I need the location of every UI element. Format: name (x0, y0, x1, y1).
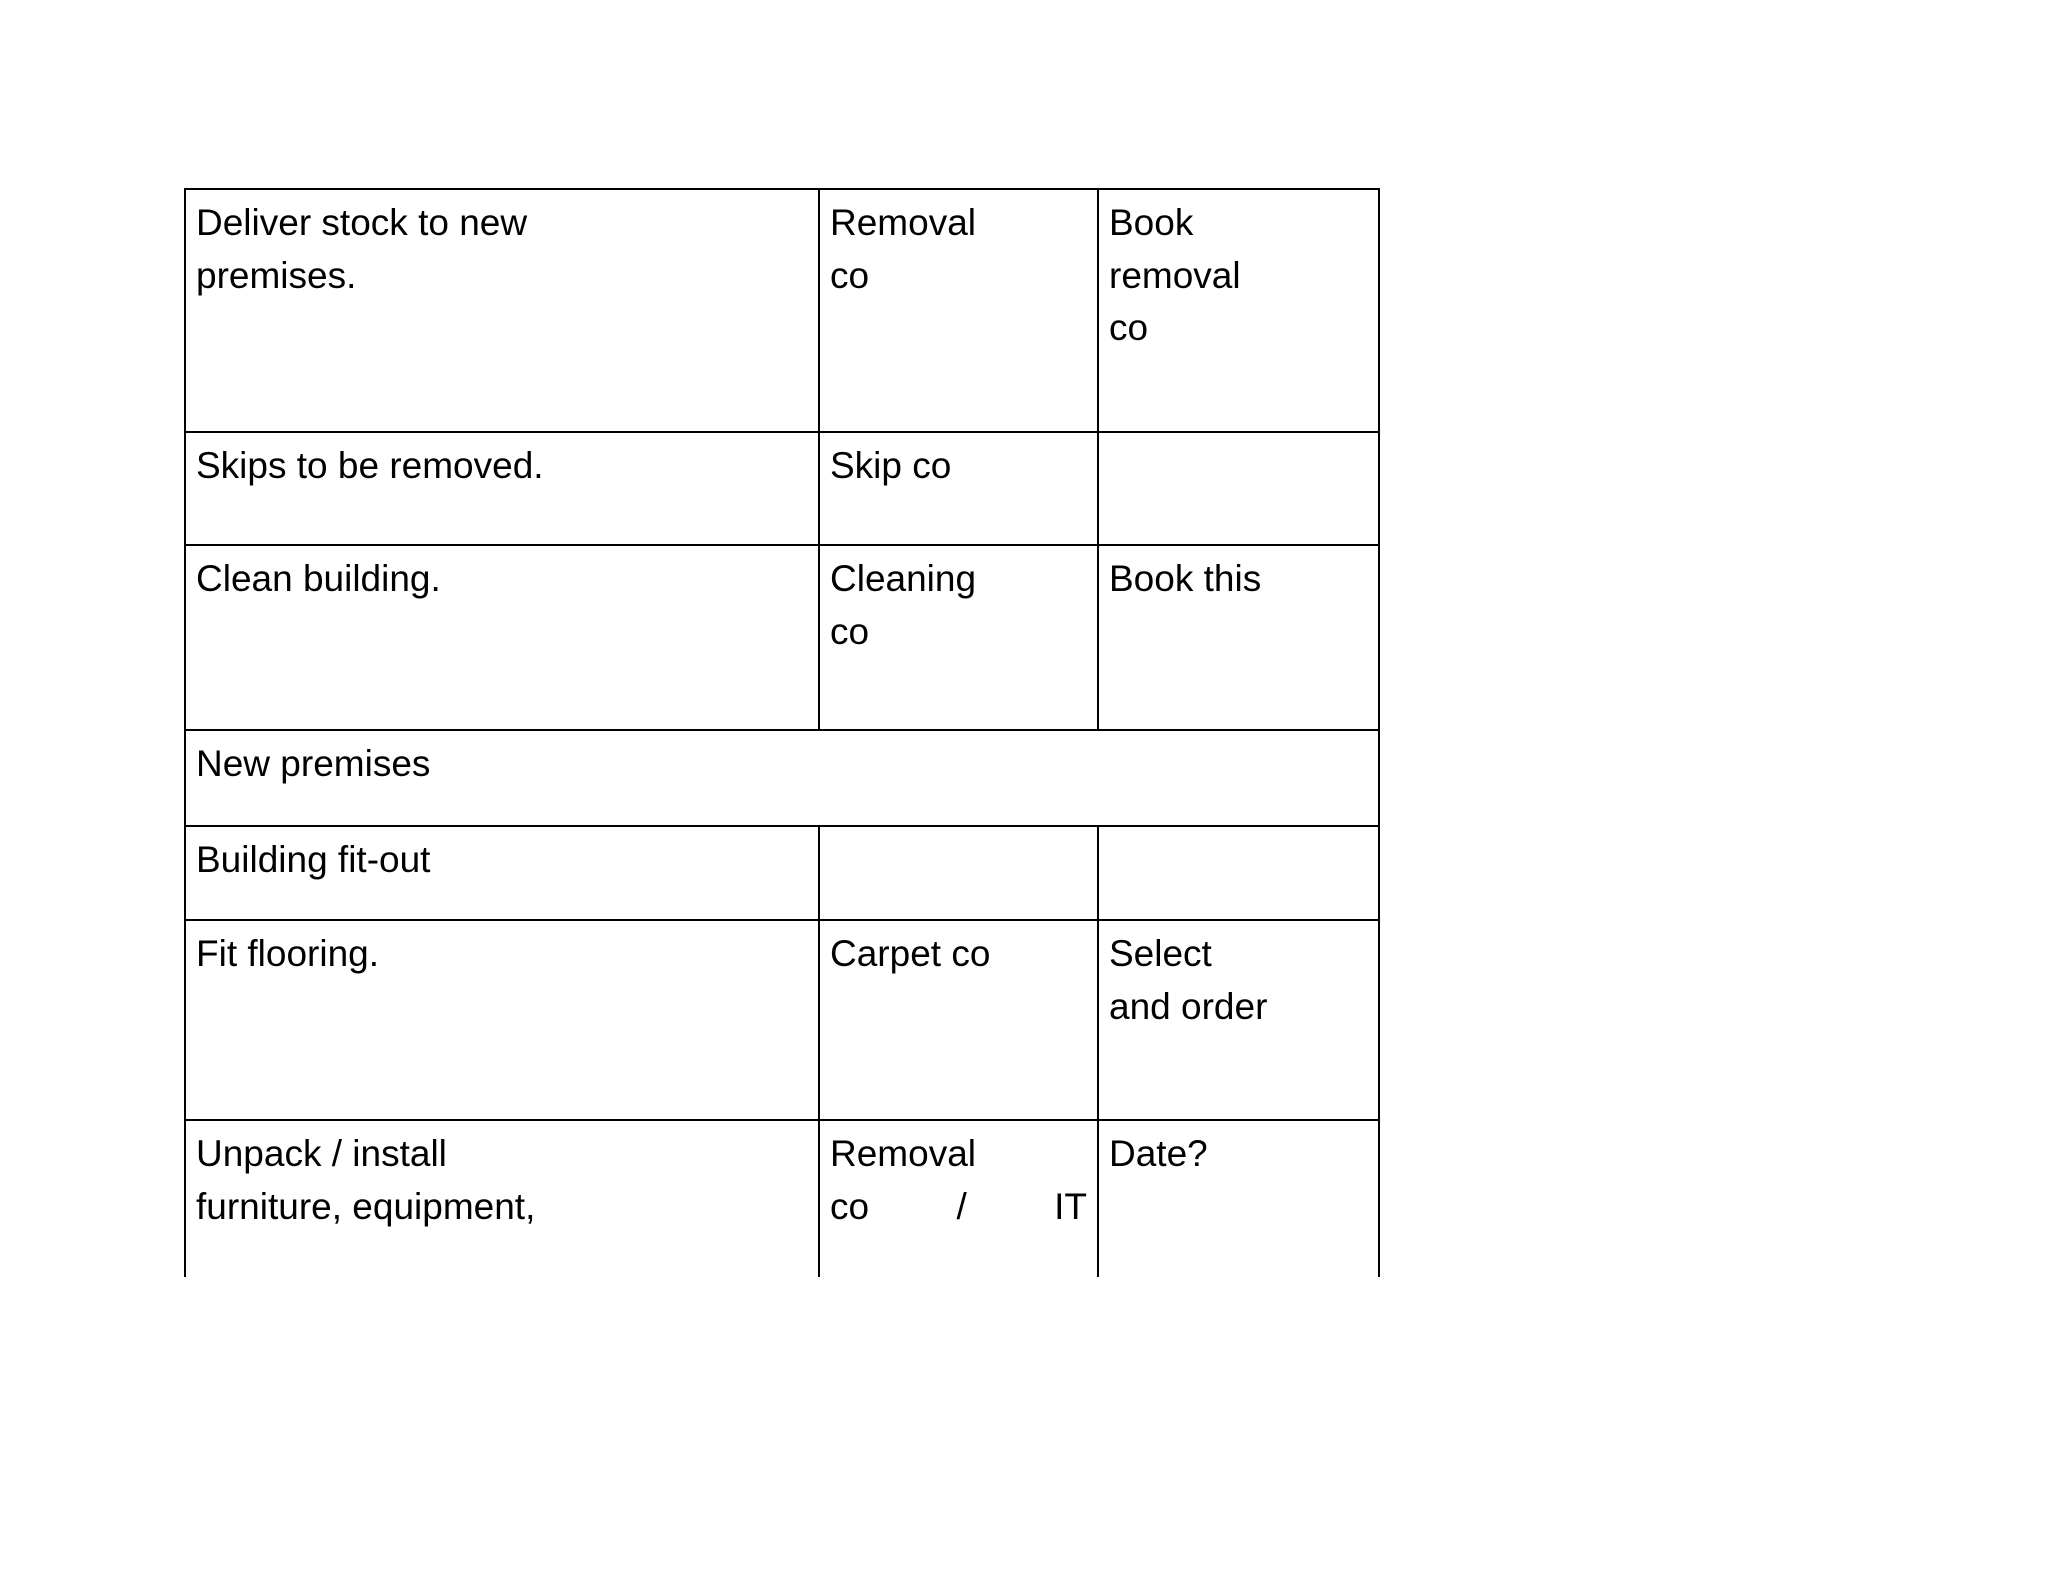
justified-line: Deliver stock to new (196, 197, 808, 250)
word: new (459, 202, 528, 243)
word: / (331, 1133, 343, 1174)
line: Cleaning (830, 558, 977, 599)
line: premises. (196, 254, 357, 296)
line: co (830, 254, 870, 296)
table-row-deliver-stock: Deliver stock to new premises. Removal c… (184, 188, 1380, 433)
cell-task-skips-removed: Skips to be removed. (184, 431, 820, 546)
cell-owner-removal-co: Removal co (818, 188, 1099, 433)
table-row-fit-flooring: Fit flooring. Carpet co Select and order (184, 919, 1380, 1121)
word: equipment, (352, 1185, 536, 1227)
justified-line: Unpack / install (196, 1128, 808, 1181)
cell-note-empty-skips (1097, 431, 1380, 546)
word: furniture, (196, 1185, 343, 1227)
cell-task-unpack-install: Unpack / install furniture, equipment, (184, 1119, 820, 1277)
cell-note-empty-fit-out (1097, 825, 1380, 921)
justified-line: furniture, equipment, (196, 1181, 808, 1234)
table-row-unpack-install: Unpack / install furniture, equipment, R… (184, 1119, 1380, 1277)
line: Book (1109, 202, 1194, 243)
cell-owner-cleaning-co: Cleaning co (818, 544, 1099, 731)
word: co (830, 1185, 870, 1227)
word: install (352, 1133, 447, 1174)
word: stock (321, 202, 408, 243)
checklist-table: Deliver stock to new premises. Removal c… (184, 188, 1380, 1277)
justified-line: co / IT (830, 1181, 1087, 1234)
line: Select (1109, 933, 1212, 974)
cell-note-date-query: Date? (1097, 1119, 1380, 1277)
word: Unpack (196, 1133, 322, 1174)
line: Removal (830, 1133, 976, 1174)
cell-owner-removal-co-it: Removal co / IT (818, 1119, 1099, 1277)
cell-owner-carpet-co: Carpet co (818, 919, 1099, 1121)
table-row-building-fit-out: Building fit-out (184, 825, 1380, 921)
line: co (1109, 307, 1149, 349)
word: IT (1054, 1185, 1087, 1227)
line: and order (1109, 985, 1268, 1027)
cell-note-book-this: Book this (1097, 544, 1380, 731)
line: removal (1109, 254, 1241, 296)
cell-owner-empty-fit-out (818, 825, 1099, 921)
table-row-skips-removed: Skips to be removed. Skip co (184, 431, 1380, 546)
cell-task-fit-flooring: Fit flooring. (184, 919, 820, 1121)
word: to (418, 202, 449, 243)
cell-owner-skip-co: Skip co (818, 431, 1099, 546)
word: / (956, 1185, 967, 1227)
line: Removal (830, 202, 976, 243)
table-row-clean-building: Clean building. Cleaning co Book this (184, 544, 1380, 731)
word: Deliver (196, 202, 312, 243)
line: co (830, 610, 870, 652)
table-row-section-new-premises: New premises (184, 729, 1380, 827)
cell-section-heading-new-premises: New premises (184, 729, 1380, 827)
cell-task-deliver-stock: Deliver stock to new premises. (184, 188, 820, 433)
cell-note-select-and-order: Select and order (1097, 919, 1380, 1121)
cell-note-book-removal-co: Book removal co (1097, 188, 1380, 433)
cell-task-clean-building: Clean building. (184, 544, 820, 731)
table-clip-region: Deliver stock to new premises. Removal c… (184, 188, 1380, 1277)
cell-subheading-building-fit-out: Building fit-out (184, 825, 820, 921)
